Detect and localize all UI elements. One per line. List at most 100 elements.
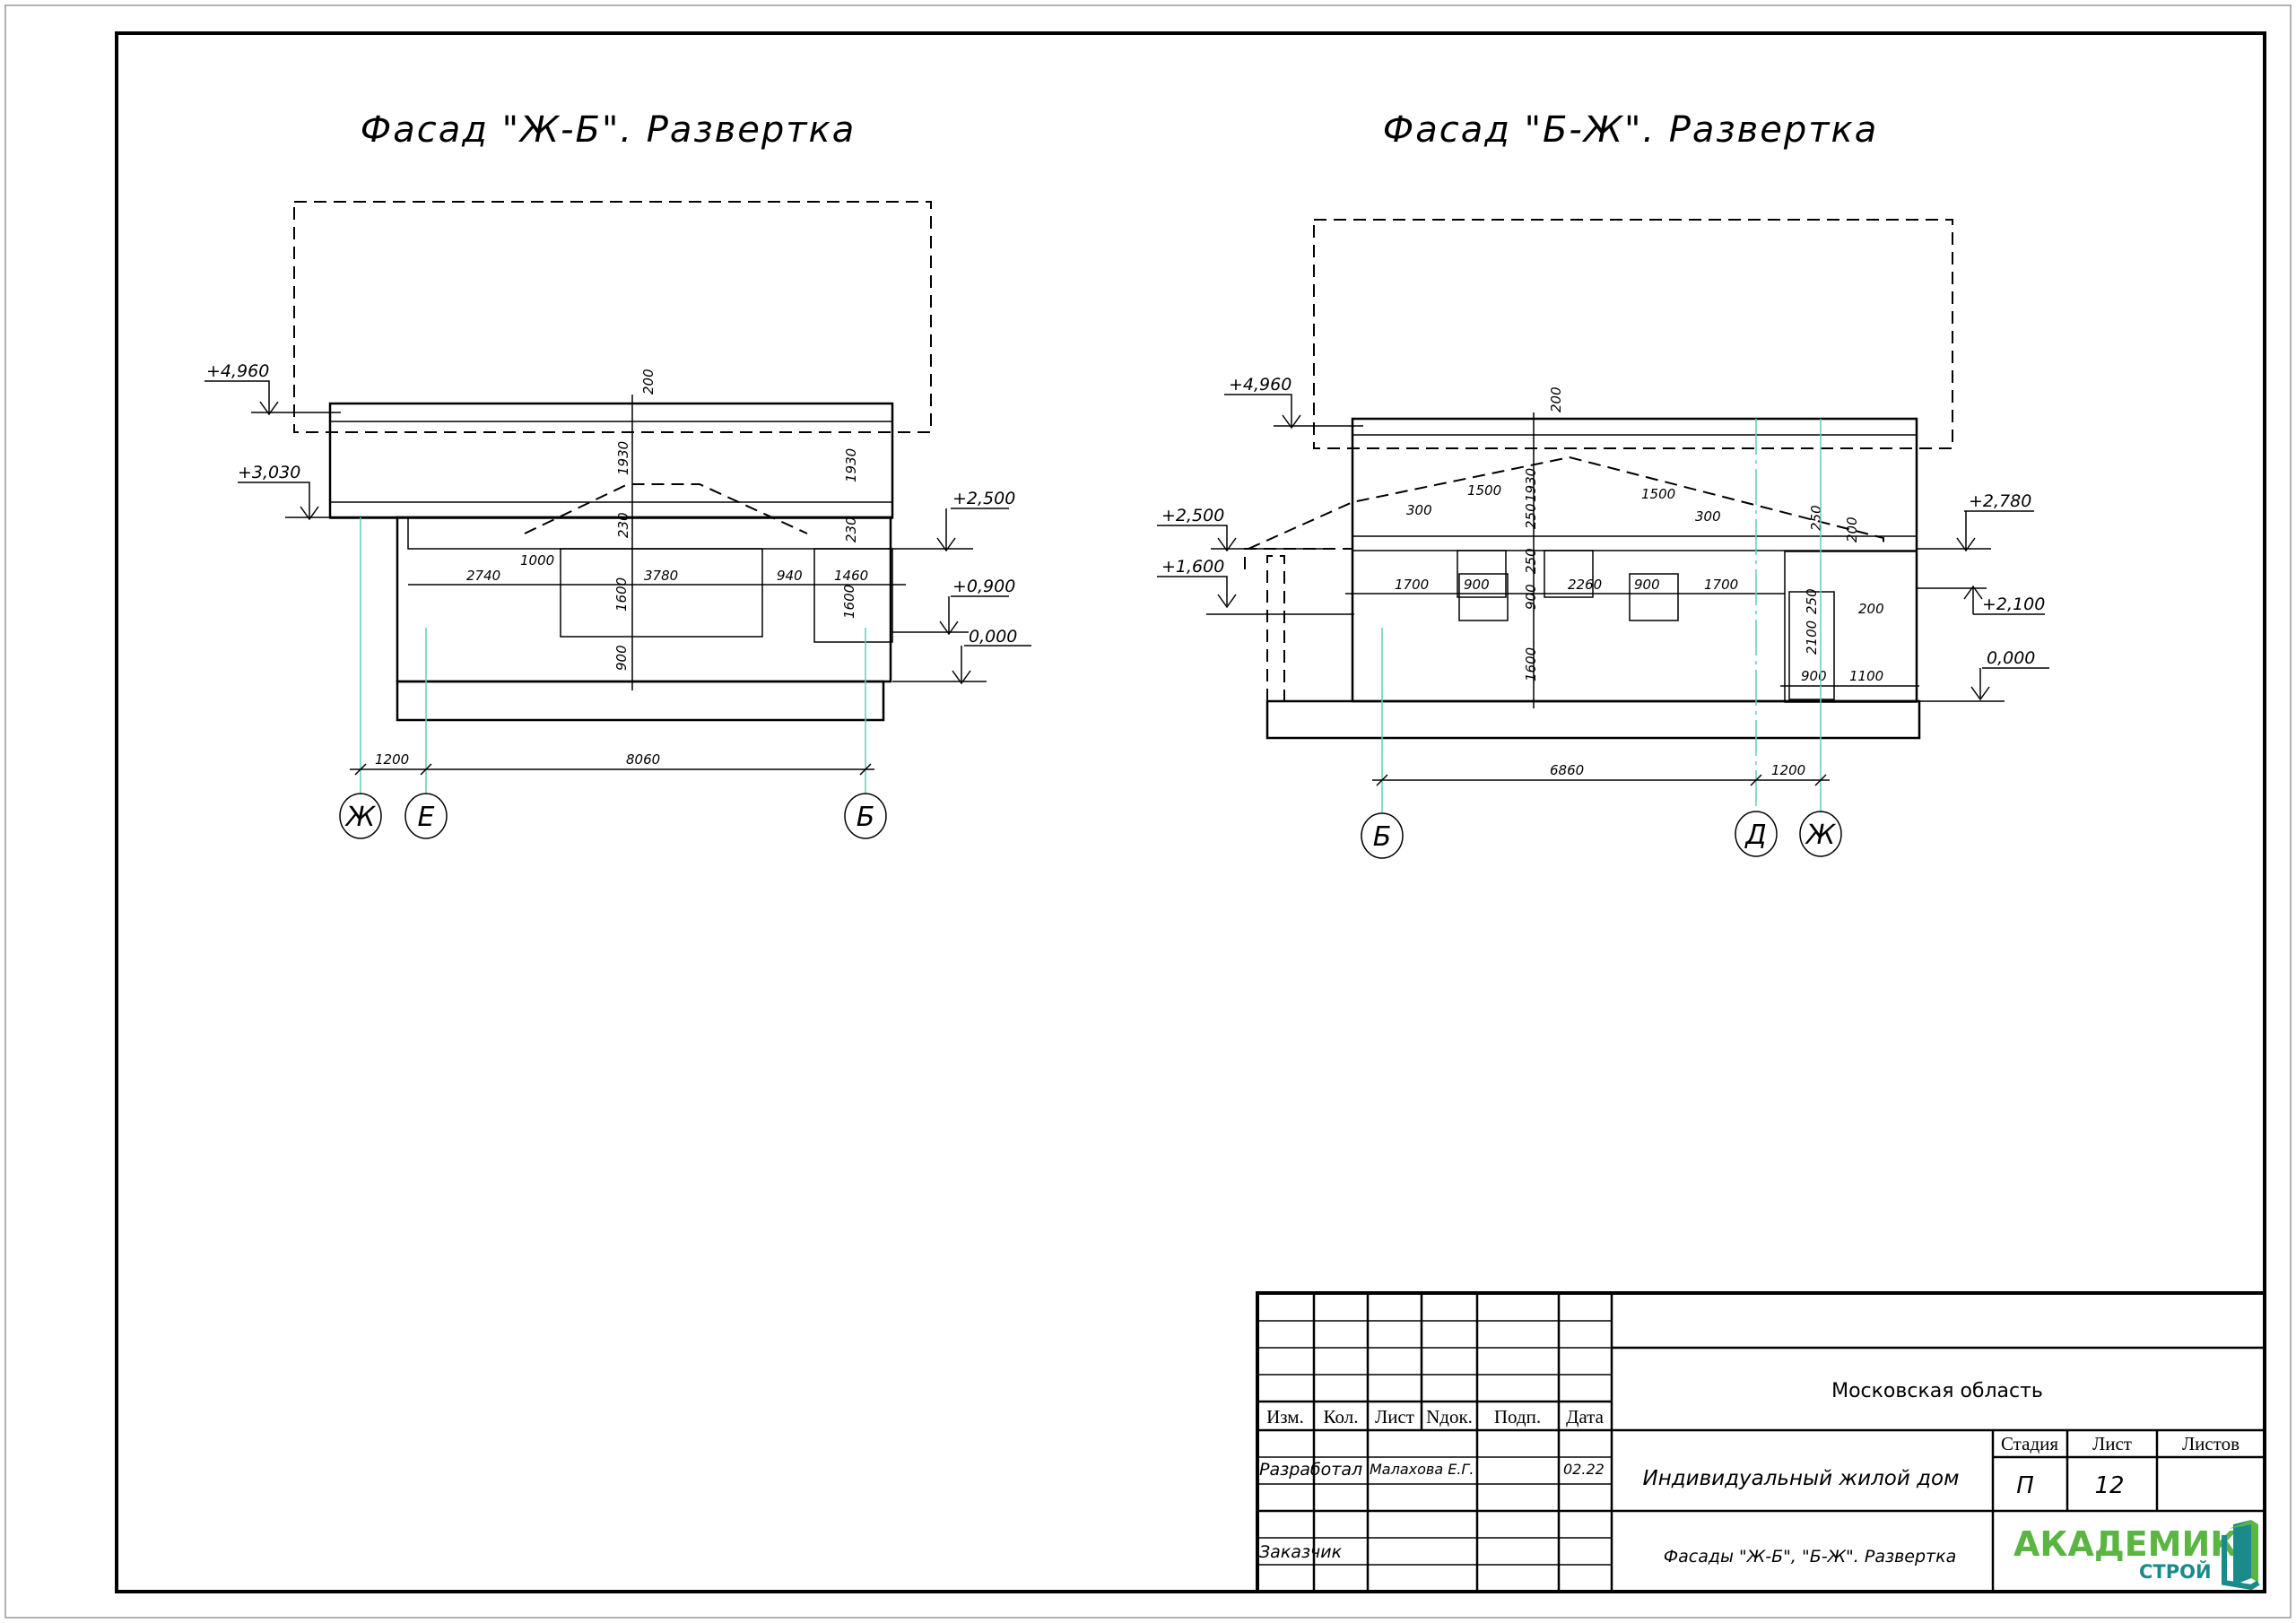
stage-label: Стадия — [2001, 1433, 2058, 1454]
top-band — [329, 403, 893, 422]
outer-border — [4, 4, 2292, 1619]
svg-text:1600: 1600 — [1523, 647, 1539, 681]
left-facade: Фасад "Ж-Б". Развертка +4,960 +3,030 +2,… — [204, 109, 1031, 839]
svg-text:250: 250 — [1808, 505, 1824, 531]
roof-outline — [293, 201, 932, 433]
svg-text:200: 200 — [640, 369, 657, 395]
svg-text:1460: 1460 — [834, 568, 868, 584]
svg-text:230: 230 — [843, 516, 859, 542]
sheet-label: Лист — [2092, 1433, 2132, 1454]
svg-text:200: 200 — [1844, 516, 1860, 542]
svg-text:300: 300 — [1695, 508, 1721, 525]
door — [1788, 591, 1835, 700]
svg-text:Ж: Ж — [344, 802, 377, 833]
axis-dim-line — [1372, 774, 1830, 786]
svg-text:Ж: Ж — [1805, 820, 1837, 851]
dimensions: 200 1930 1930 230 230 1000 2740 3780 940… — [408, 369, 906, 671]
stage-value: П — [2016, 1472, 2034, 1499]
level-marks: +4,960 +2,500 +1,600 +2,780 +2,100 0,000 — [1157, 375, 2049, 702]
svg-text:200: 200 — [1548, 386, 1564, 412]
axis-dim: 1200 — [375, 751, 409, 768]
porch-roof-outline — [524, 483, 808, 534]
header-date: Дата — [1566, 1406, 1605, 1428]
axis-dim: 8060 — [626, 751, 660, 768]
axis-dim: 1200 — [1771, 762, 1805, 778]
svg-text:300: 300 — [1406, 502, 1432, 518]
svg-text:Б: Б — [857, 802, 875, 833]
header-podp: Подп. — [1494, 1406, 1541, 1428]
roof-line — [1244, 456, 1884, 569]
roof-outline — [1313, 219, 1953, 449]
sheets-label: Листов — [2182, 1433, 2239, 1454]
header-ndok: Nдок. — [1426, 1406, 1473, 1428]
svg-text:1930: 1930 — [843, 448, 859, 482]
svg-text:2100: 2100 — [1804, 621, 1820, 655]
developed-label: Разработал — [1259, 1460, 1362, 1480]
window — [1458, 573, 1509, 621]
sheet-number: 12 — [2094, 1472, 2124, 1499]
floor-band — [329, 501, 893, 519]
svg-text:2260: 2260 — [1568, 577, 1602, 593]
developer-name: Малахова Е.Г. — [1370, 1461, 1474, 1478]
level-marks: +4,960 +3,030 +2,500 +0,900 0,000 — [204, 361, 1031, 685]
level-label: 0,000 — [1987, 648, 2035, 668]
svg-text:1600: 1600 — [841, 585, 857, 619]
level-label: +2,100 — [1982, 595, 2045, 614]
logo-text: АКАДЕМИК — [2013, 1524, 2238, 1564]
header-list: Лист — [1375, 1406, 1414, 1428]
window — [1629, 573, 1679, 621]
floor-band — [1352, 535, 1918, 551]
svg-text:250: 250 — [1523, 548, 1539, 574]
customer-label: Заказчик — [1259, 1542, 1343, 1562]
svg-text:940: 940 — [777, 568, 803, 584]
svg-text:1700: 1700 — [1704, 577, 1738, 593]
svg-text:250: 250 — [1523, 503, 1539, 529]
svg-text:900: 900 — [613, 645, 630, 671]
svg-text:900: 900 — [1523, 584, 1539, 610]
project-name: Индивидуальный жилой дом — [1643, 1467, 1960, 1490]
svg-text:1600: 1600 — [613, 577, 630, 612]
level-label: +4,960 — [206, 361, 269, 381]
svg-text:1100: 1100 — [1849, 668, 1883, 684]
foundation — [396, 680, 885, 722]
svg-text:200: 200 — [1858, 601, 1884, 617]
svg-text:1500: 1500 — [1641, 486, 1675, 502]
wall — [1351, 417, 1918, 703]
header-kol: Кол. — [1324, 1406, 1359, 1428]
svg-text:250: 250 — [1804, 588, 1820, 614]
right-facade-title: Фасад "Б-Ж". Развертка — [1383, 109, 1878, 151]
svg-text:Е: Е — [418, 802, 435, 833]
level-label: +2,500 — [1161, 506, 1224, 525]
level-label: +2,780 — [1969, 491, 2031, 511]
window-large — [560, 548, 763, 638]
axis-markers: Ж Е Б — [339, 793, 887, 839]
title-block: Изм. Кол. Лист Nдок. Подп. Дата Разработ… — [1256, 1291, 2266, 1593]
window-side — [813, 548, 893, 643]
top-band — [1352, 418, 1918, 436]
right-facade: Фасад "Б-Ж". Развертка +4,960 +2,500 +1,… — [1157, 109, 2049, 859]
header-izm: Изм. — [1266, 1406, 1304, 1428]
level-label: +0,900 — [952, 577, 1015, 596]
svg-text:1500: 1500 — [1467, 482, 1501, 499]
lintel-band — [407, 516, 891, 550]
axis-markers: Б Д Ж — [1361, 811, 1842, 859]
svg-text:1000: 1000 — [520, 552, 554, 568]
svg-text:900: 900 — [1634, 577, 1660, 593]
date: 02.22 — [1563, 1461, 1605, 1478]
svg-text:Б: Б — [1373, 821, 1392, 853]
logo-subtext: СТРОЙ — [2139, 1560, 2212, 1583]
svg-text:900: 900 — [1801, 668, 1827, 684]
level-label: +2,500 — [952, 489, 1015, 508]
svg-text:Д: Д — [1744, 820, 1766, 851]
region: Московская область — [1831, 1380, 2043, 1402]
sheet-title: Фасады "Ж-Б", "Б-Ж". Развертка — [1664, 1547, 1956, 1567]
axis-dim: 6860 — [1550, 762, 1584, 778]
svg-text:3780: 3780 — [644, 568, 678, 584]
svg-text:2740: 2740 — [466, 568, 500, 584]
attic-wall — [328, 402, 894, 519]
svg-text:900: 900 — [1464, 577, 1490, 593]
lintel — [1544, 550, 1594, 598]
porch-post — [1266, 555, 1285, 701]
